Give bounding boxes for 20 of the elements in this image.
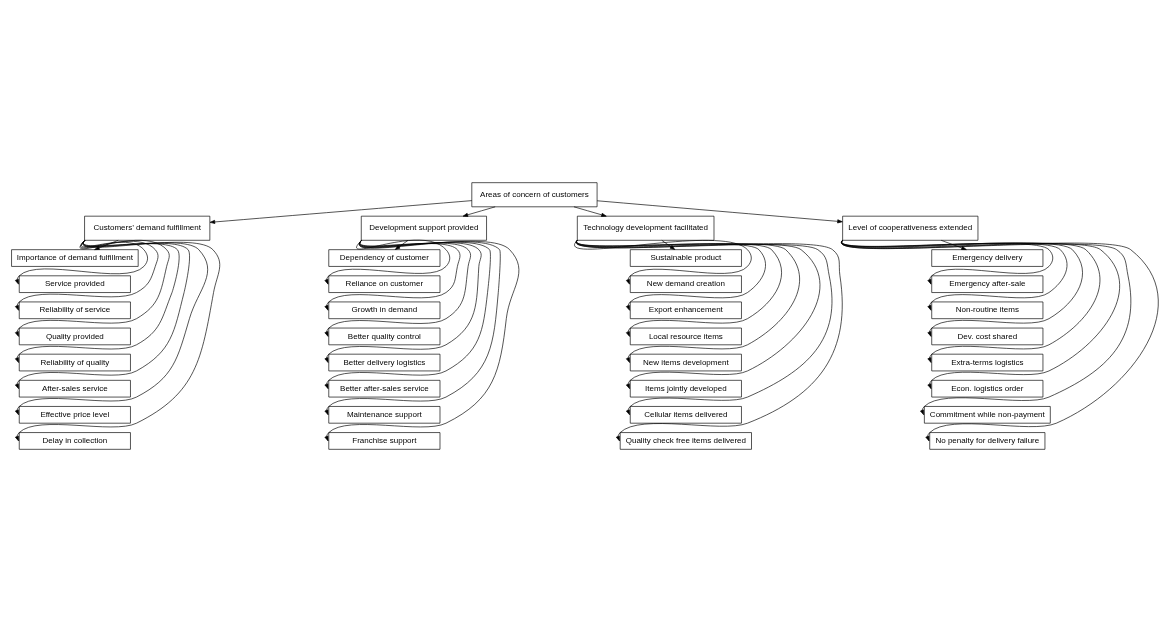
arrow — [842, 239, 1068, 311]
arrow — [842, 239, 1101, 363]
arrow — [842, 239, 1083, 337]
arrow — [15, 239, 159, 311]
arrow — [15, 239, 170, 337]
arrow — [573, 206, 607, 217]
arrow — [596, 200, 843, 224]
arrow — [209, 200, 473, 224]
arrow — [15, 239, 208, 416]
arrow — [94, 240, 119, 250]
arrow — [15, 239, 221, 442]
arrow — [842, 239, 1159, 442]
arrow — [842, 239, 1054, 285]
arrow — [842, 239, 1120, 390]
arrow — [15, 239, 190, 390]
arrow — [842, 239, 1132, 416]
arrow — [15, 239, 148, 285]
arrow — [462, 206, 496, 217]
arrow — [15, 239, 180, 363]
arrow — [940, 240, 967, 250]
